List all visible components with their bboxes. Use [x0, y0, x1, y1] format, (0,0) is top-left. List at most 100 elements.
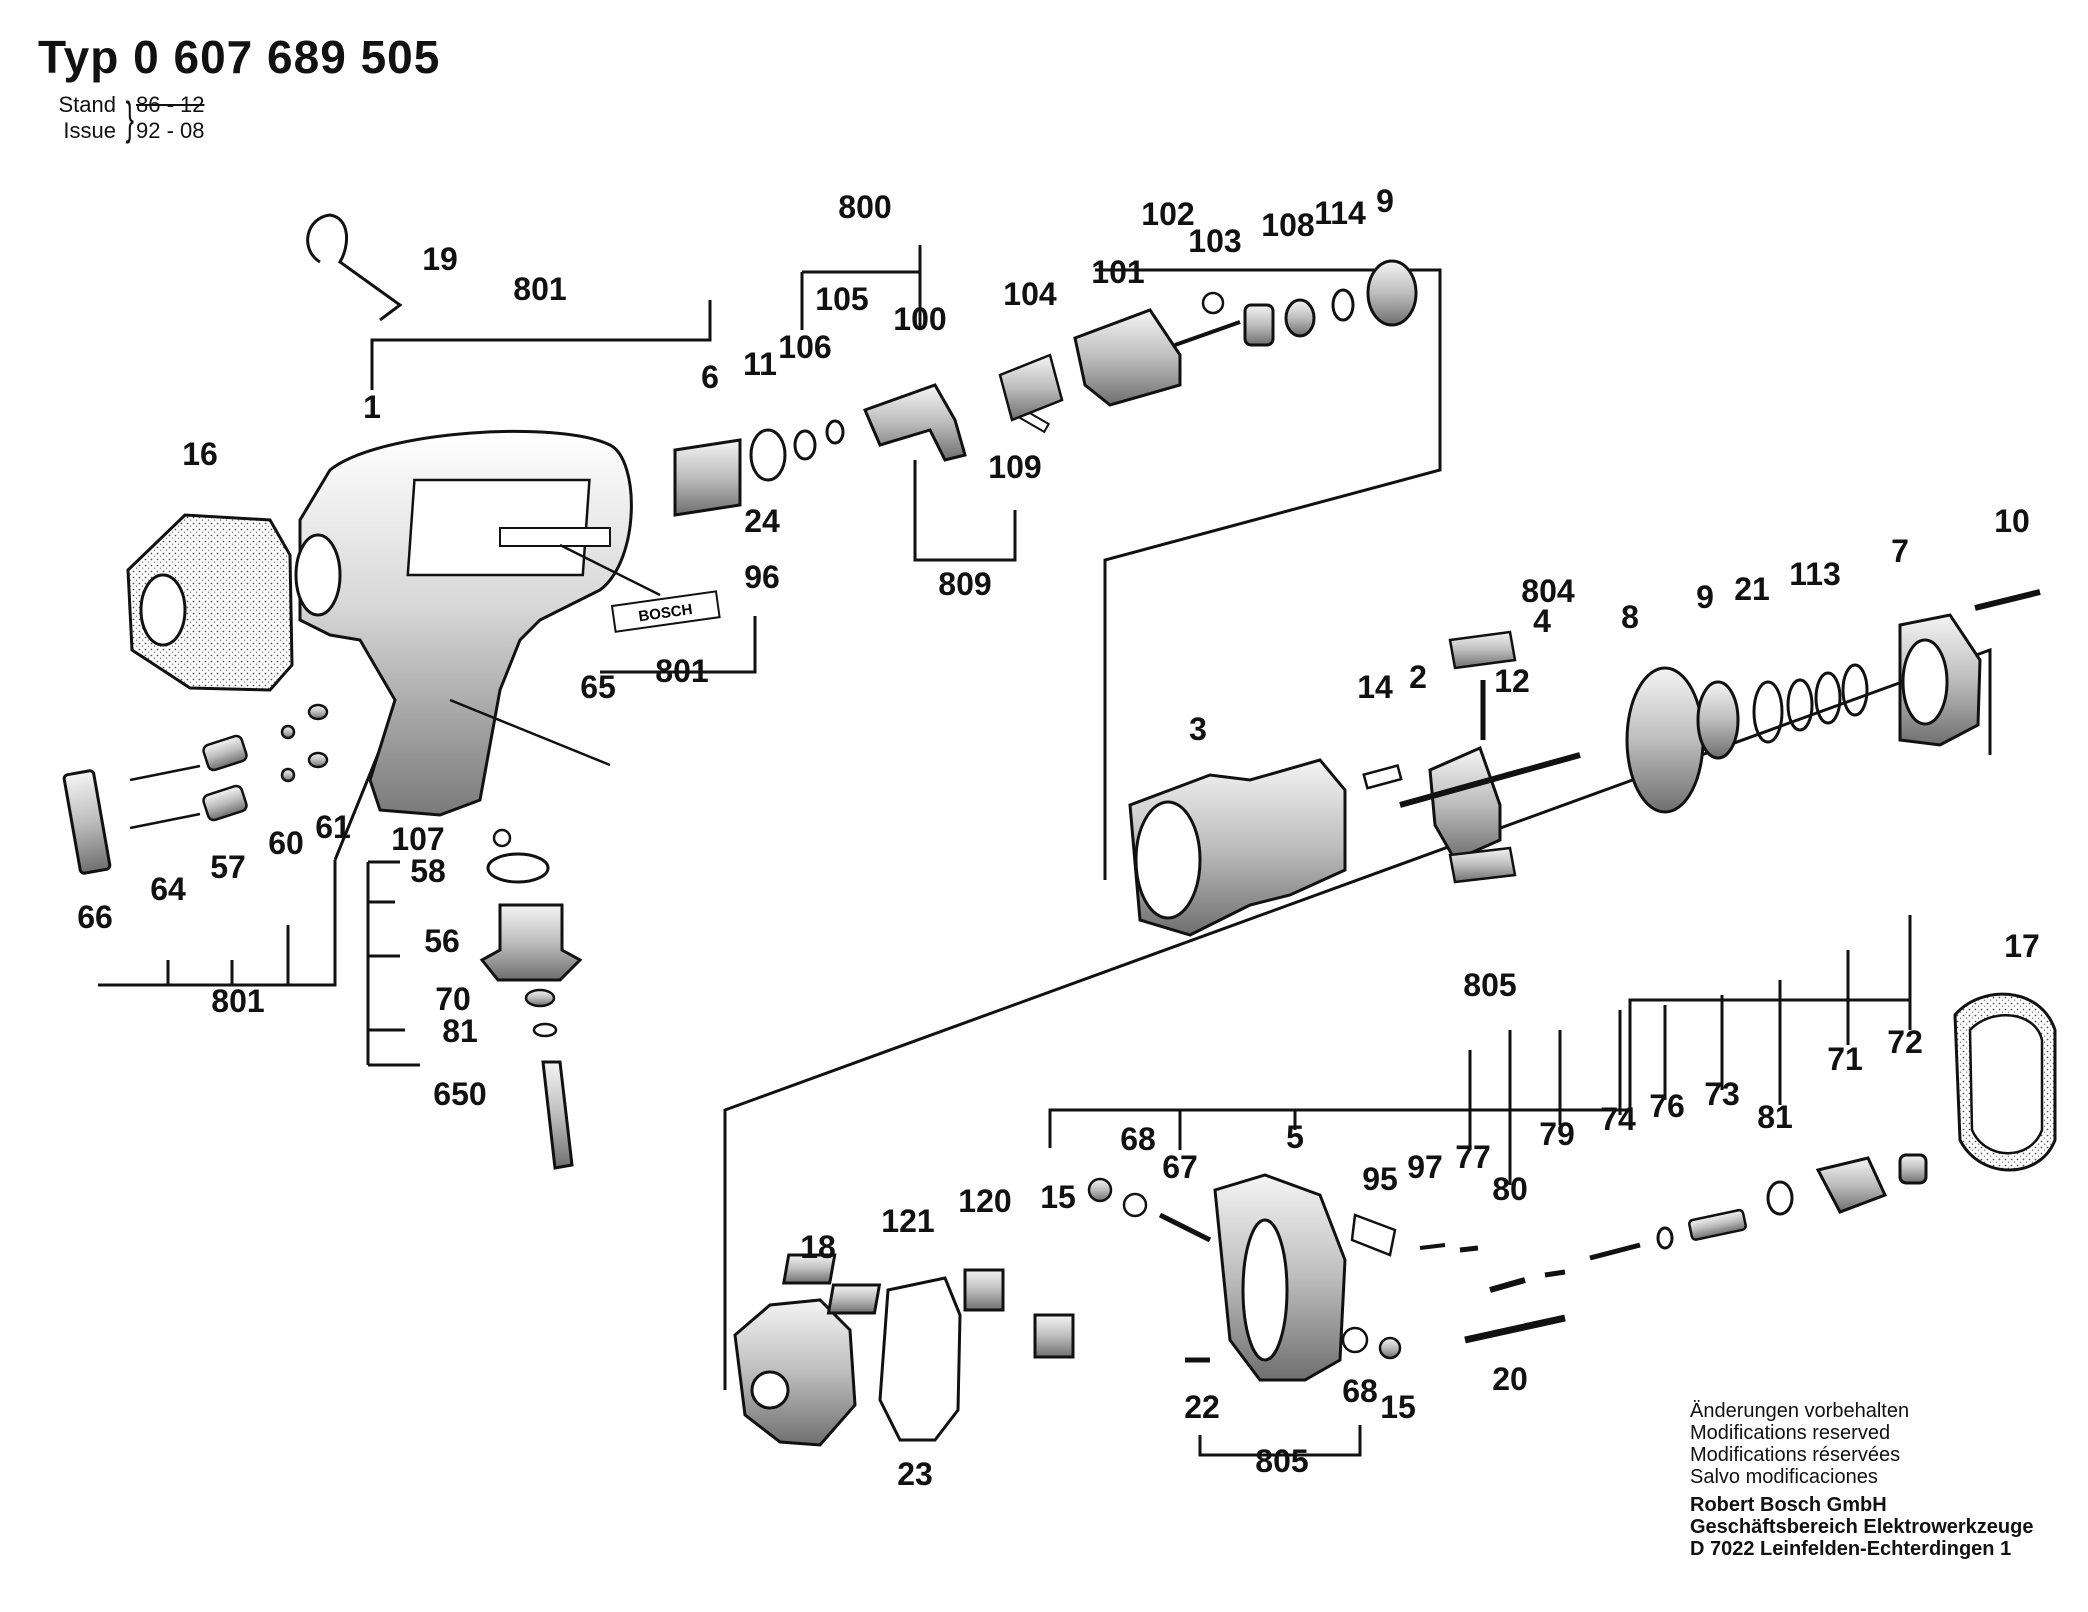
part-label-58-36: 58 [410, 853, 446, 889]
part-label-1-2: 1 [363, 389, 381, 425]
part-label-22-68: 22 [1184, 1389, 1220, 1425]
circlip [793, 429, 817, 461]
valve-73 [1688, 1208, 1747, 1241]
part-label-61-37: 61 [315, 809, 351, 845]
part-label-102-14: 102 [1141, 196, 1194, 232]
part-label-23-72: 23 [897, 1456, 933, 1492]
shim [1331, 288, 1355, 322]
shaft [1174, 320, 1241, 347]
part-label-103-15: 103 [1188, 223, 1241, 259]
exhaust-handle [62, 769, 112, 875]
part-label-11-5: 11 [743, 346, 777, 382]
drive-collar [1243, 303, 1275, 347]
filter-block-2 [1033, 1313, 1075, 1359]
part-label-106-6: 106 [778, 329, 831, 365]
part-label-71-50: 71 [1827, 1041, 1863, 1077]
o-ring [486, 852, 550, 884]
part-label-5-60: 5 [1286, 1119, 1304, 1155]
company-name: Robert Bosch GmbH [1690, 1494, 1887, 1516]
o-ring-76 [1656, 1226, 1674, 1250]
screw [1974, 589, 2041, 611]
part-label-6-4: 6 [701, 359, 719, 395]
spacer-ring [1752, 680, 1784, 744]
ring-81 [1766, 1180, 1794, 1216]
part-label-120-65: 120 [958, 1183, 1011, 1219]
company-address: D 7022 Leinfelden-Echterdingen 1 [1690, 1538, 2012, 1560]
vane-bottom [1448, 846, 1517, 884]
end-plate [1625, 666, 1705, 814]
part-label-79-55: 79 [1539, 1116, 1575, 1152]
issue-label: Issue [63, 118, 116, 143]
part-label-14-32: 14 [1357, 669, 1393, 705]
shim-ring-b [1814, 671, 1842, 725]
part-label-109-12: 109 [988, 449, 1041, 485]
part-label-2-33: 2 [1409, 659, 1427, 695]
company-division: Geschäftsbereich Elektrowerkzeuge [1690, 1516, 2034, 1538]
vane-top [1448, 630, 1517, 670]
part-label-81-51: 81 [1757, 1099, 1793, 1135]
mod-note-es: Salvo modificaciones [1690, 1466, 1878, 1488]
cylinder-bore [1134, 800, 1202, 920]
part-label-97-58: 97 [1407, 1149, 1443, 1185]
ball-bearing [1696, 680, 1740, 760]
part-label-20-67: 20 [1492, 1361, 1528, 1397]
part-label-113-26: 113 [1789, 556, 1841, 592]
pin-77 [1459, 1245, 1479, 1253]
part-label-12-31: 12 [1494, 663, 1530, 699]
long-screw [1464, 1314, 1566, 1344]
part-label-805-71: 805 [1255, 1443, 1308, 1479]
part-label-8-28: 8 [1621, 599, 1639, 635]
part-label-650-46: 650 [433, 1076, 486, 1112]
seal-ring [532, 1022, 558, 1038]
part-label-19-0: 19 [422, 241, 458, 277]
part-label-80-56: 80 [1492, 1171, 1528, 1207]
brand-plate: BOSCH [610, 590, 721, 633]
gasket [878, 1276, 962, 1442]
ball-68 [1341, 1326, 1369, 1354]
part-label-9-29: 9 [1696, 579, 1714, 615]
ring [825, 419, 845, 445]
mod-note-en: Modifications reserved [1690, 1422, 1891, 1444]
valve-stem [1158, 1212, 1212, 1243]
filter-pad-2 [826, 1283, 882, 1315]
page-title: Typ 0 607 689 505 [38, 31, 441, 83]
part-label-107-35: 107 [391, 821, 444, 857]
steel-ball [1201, 291, 1225, 315]
part-label-66-41: 66 [77, 899, 113, 935]
part-label-3-34: 3 [1189, 711, 1207, 747]
part-label-77-57: 77 [1455, 1139, 1491, 1175]
part-label-72-49: 72 [1887, 1024, 1923, 1060]
spring-clip [306, 213, 403, 322]
part-label-801-1: 801 [513, 271, 566, 307]
part-label-57-39: 57 [210, 849, 246, 885]
part-label-104-10: 104 [1003, 276, 1057, 312]
part-label-16-3: 16 [182, 436, 218, 472]
knob [1898, 1153, 1928, 1185]
footer-notes: Änderungen vorbehalten Modifications res… [1690, 1400, 2033, 1560]
part-label-81-45: 81 [442, 1013, 478, 1049]
part-label-68-62: 68 [1120, 1121, 1156, 1157]
bushing [673, 438, 742, 517]
small-screw [1419, 1243, 1446, 1250]
housing-slot [499, 527, 611, 547]
part-label-114-17: 114 [1314, 195, 1366, 231]
leader-lines [98, 245, 1992, 1457]
part-label-15-63: 15 [1040, 1179, 1076, 1215]
part-label-76-53: 76 [1649, 1088, 1685, 1124]
part-label-17-48: 17 [2004, 928, 2040, 964]
part-label-56-42: 56 [424, 923, 460, 959]
filter-block [963, 1268, 1005, 1312]
shim-ring-c [1841, 663, 1869, 717]
valve-parts [202, 703, 329, 822]
part-label-100-9: 100 [893, 301, 946, 337]
part-label-105-7: 105 [815, 281, 868, 317]
washer [749, 428, 787, 482]
part-label-24-19: 24 [744, 503, 780, 539]
part-label-65-22: 65 [580, 669, 616, 705]
part-label-804-24: 804 [1521, 573, 1575, 609]
brand-plate-pointer [559, 543, 661, 597]
part-label-800-8: 800 [838, 189, 891, 225]
part-label-60-38: 60 [268, 825, 304, 861]
